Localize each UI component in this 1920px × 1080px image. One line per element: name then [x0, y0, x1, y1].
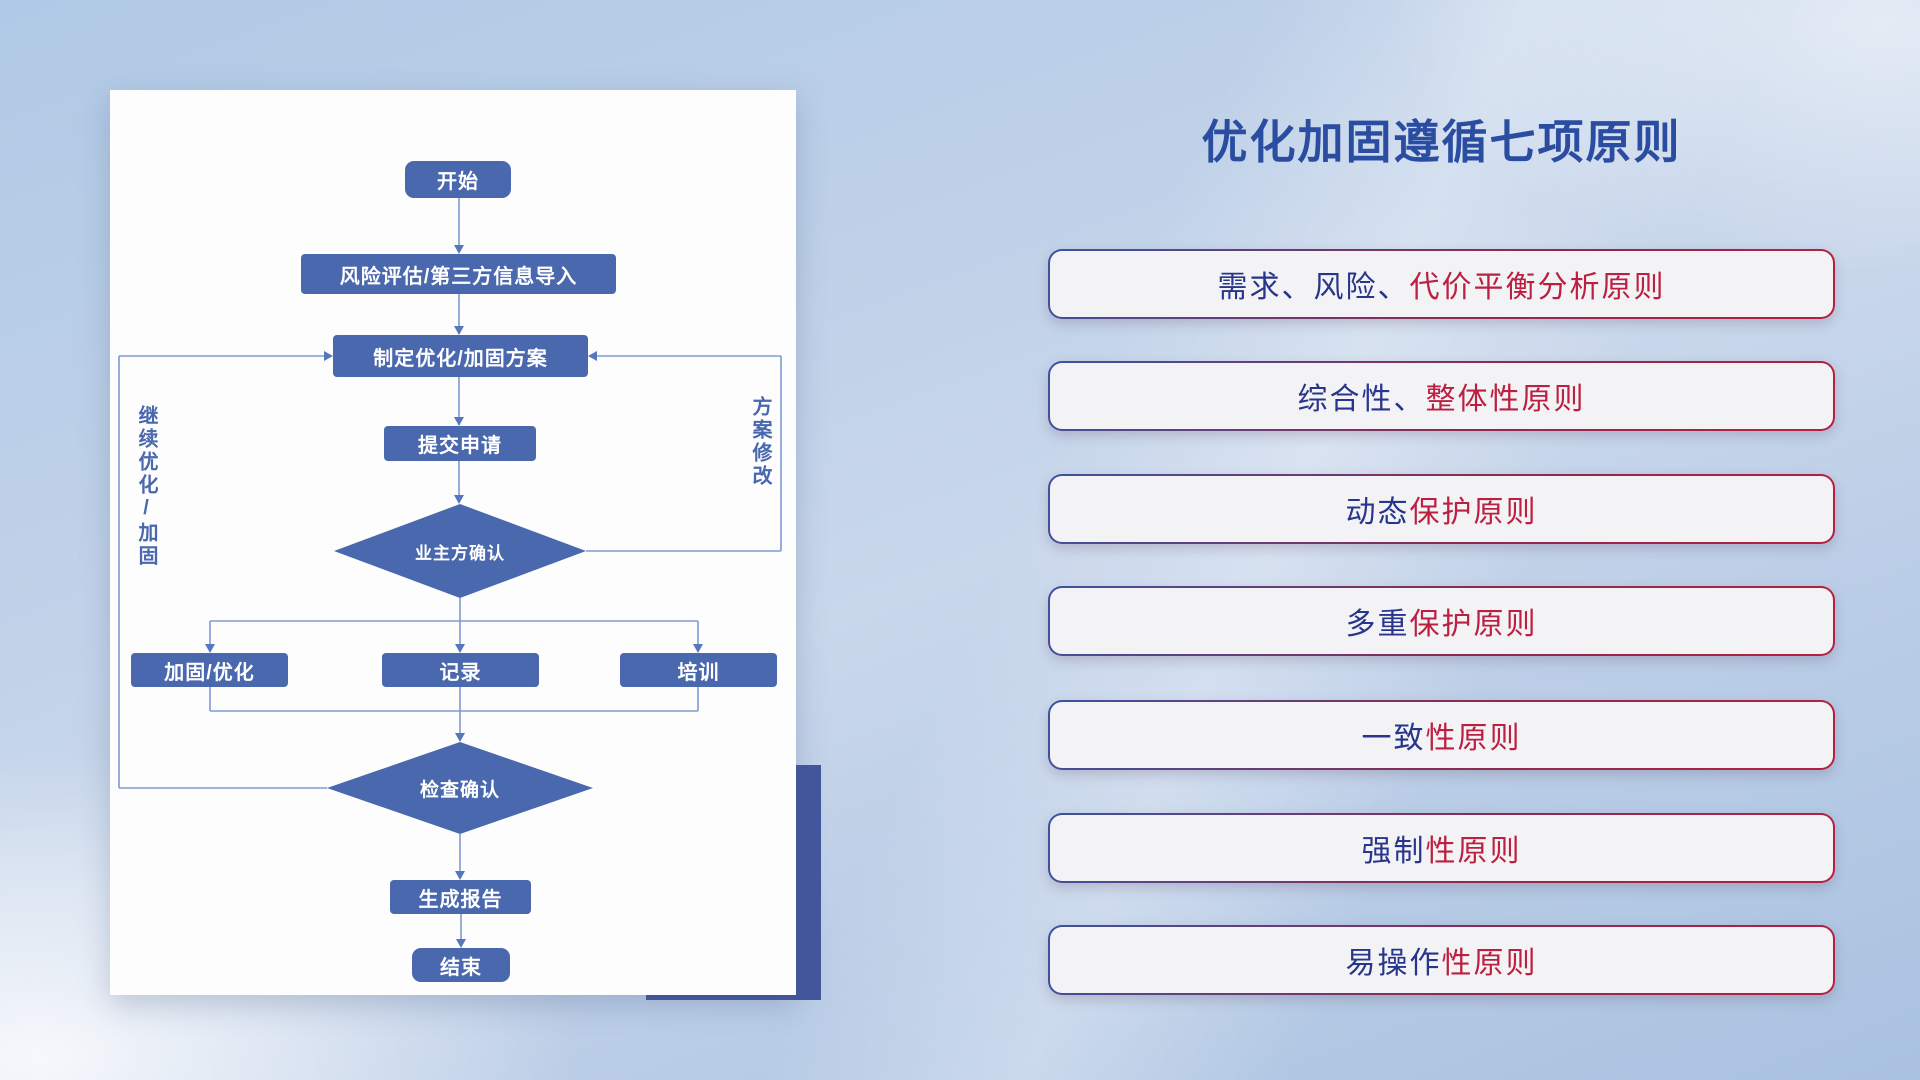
principle-text-lead: 易操作: [1345, 947, 1442, 980]
flow-node-report: 生成报告: [390, 880, 531, 914]
flow-node-record: 记录: [382, 653, 539, 687]
flow-node-check-confirm: 检查确认: [327, 742, 593, 834]
principle-text-lead: 动态: [1345, 496, 1410, 529]
principle-text-tail: 性原则: [1425, 722, 1522, 755]
principle-label: 多重保护原则: [1050, 588, 1833, 654]
flow-node-harden: 加固/优化: [131, 653, 288, 687]
principle-text-lead: 多重: [1345, 608, 1410, 641]
principle-label: 强制性原则: [1050, 815, 1833, 881]
principle-text-tail: 性原则: [1425, 835, 1522, 868]
flow-edge-label-continue-loop: 继续优化/加固: [135, 405, 157, 568]
principles-panel: 优化加固遵循七项原则 需求、风险、代价平衡分析原则 综合性、整体性原则 动态保护…: [1048, 0, 1835, 1080]
principle-label: 易操作性原则: [1050, 927, 1833, 993]
principle-label: 综合性、整体性原则: [1050, 363, 1833, 429]
principle-item-6: 强制性原则: [1048, 813, 1835, 883]
flow-node-end: 结束: [412, 948, 510, 982]
flow-node-make-plan: 制定优化/加固方案: [333, 335, 588, 377]
principle-item-4: 多重保护原则: [1048, 586, 1835, 656]
principle-item-7: 易操作性原则: [1048, 925, 1835, 995]
flow-edge-label-plan-revision: 方案修改: [749, 396, 771, 488]
flow-node-training: 培训: [620, 653, 777, 687]
principle-label: 需求、风险、代价平衡分析原则: [1050, 251, 1833, 317]
principle-item-1: 需求、风险、代价平衡分析原则: [1048, 249, 1835, 319]
flow-node-submit: 提交申请: [384, 426, 536, 461]
principle-text-tail: 整体性原则: [1425, 383, 1586, 416]
flow-node-start: 开始: [405, 161, 511, 198]
principle-text-lead: 一致: [1361, 722, 1426, 755]
principle-item-2: 综合性、整体性原则: [1048, 361, 1835, 431]
principle-item-3: 动态保护原则: [1048, 474, 1835, 544]
page-title: 优化加固遵循七项原则: [1201, 116, 1682, 168]
principle-label: 一致性原则: [1050, 702, 1833, 768]
principle-text-tail: 保护原则: [1409, 496, 1538, 529]
principle-text-lead: 需求、风险、: [1217, 271, 1410, 304]
principle-text-tail: 性原则: [1441, 947, 1538, 980]
principle-text-lead: 综合性、: [1297, 383, 1426, 416]
flow-node-owner-confirm: 业主方确认: [334, 504, 586, 598]
principle-text-tail: 代价平衡分析原则: [1409, 271, 1666, 304]
principle-item-5: 一致性原则: [1048, 700, 1835, 770]
principle-text-lead: 强制: [1361, 835, 1426, 868]
flow-node-risk-import: 风险评估/第三方信息导入: [301, 254, 616, 294]
flowchart-card: 开始 风险评估/第三方信息导入 制定优化/加固方案 提交申请 业主方确认 加固/…: [110, 90, 796, 995]
principle-label: 动态保护原则: [1050, 476, 1833, 542]
principle-text-tail: 保护原则: [1409, 608, 1538, 641]
